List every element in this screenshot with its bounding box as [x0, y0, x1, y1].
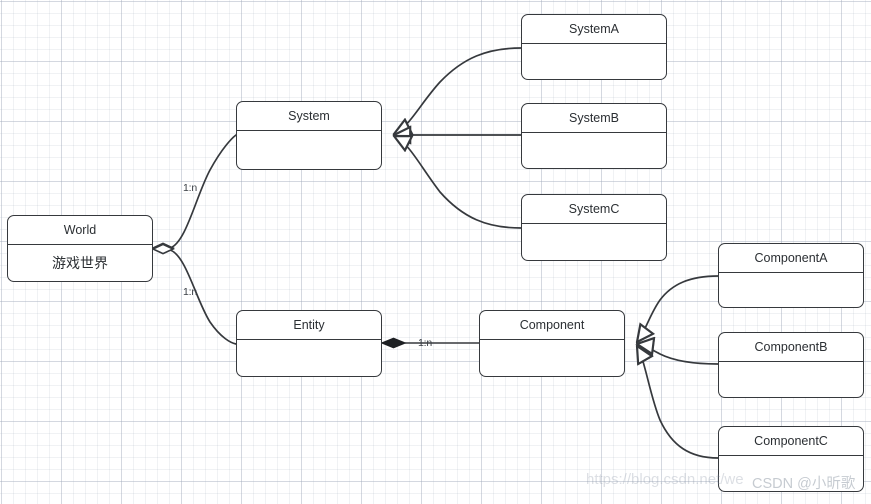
- node-componentC-title: ComponentC: [719, 427, 863, 456]
- edge-componentC-component: [637, 346, 719, 459]
- node-systemB[interactable]: SystemB: [521, 103, 667, 169]
- edge-label-entity-component: 1:n: [418, 337, 432, 349]
- node-componentA-title: ComponentA: [719, 244, 863, 273]
- node-componentA-body: [719, 273, 863, 307]
- edge-systemC-system: [394, 136, 522, 229]
- edge-componentA-component: [637, 275, 719, 342]
- node-systemC[interactable]: SystemC: [521, 194, 667, 261]
- node-componentB-body: [719, 362, 863, 397]
- node-world-body: 游戏世界: [52, 255, 108, 271]
- node-systemB-body: [522, 133, 666, 168]
- node-systemC-body: [522, 224, 666, 260]
- edge-label-world-system: 1:n: [183, 182, 197, 194]
- node-component-title: Component: [480, 311, 624, 340]
- aggregation-diamond-world-entity: [151, 243, 175, 255]
- aggregation-diamond-world-system: [151, 242, 175, 254]
- node-systemA-title: SystemA: [522, 15, 666, 44]
- node-system-title: System: [237, 102, 381, 131]
- node-component-body: [480, 340, 624, 376]
- node-systemA-body: [522, 44, 666, 79]
- edge-componentB-component: [637, 344, 719, 365]
- edge-systemA-system: [394, 47, 522, 134]
- edge-label-world-entity: 1:n: [183, 286, 197, 298]
- node-system-body: [237, 131, 381, 169]
- node-entity-title: Entity: [237, 311, 381, 340]
- node-world-title: World: [8, 216, 152, 245]
- node-system[interactable]: System: [236, 101, 382, 170]
- node-componentB-title: ComponentB: [719, 333, 863, 362]
- node-componentA[interactable]: ComponentA: [718, 243, 864, 308]
- node-entity[interactable]: Entity: [236, 310, 382, 377]
- node-world[interactable]: World 游戏世界: [7, 215, 153, 282]
- node-componentC-body: [719, 456, 863, 491]
- node-componentB[interactable]: ComponentB: [718, 332, 864, 398]
- node-systemB-title: SystemB: [522, 104, 666, 133]
- composition-diamond-entity-component: [380, 337, 407, 349]
- node-systemA[interactable]: SystemA: [521, 14, 667, 80]
- node-entity-body: [237, 340, 381, 376]
- node-systemC-title: SystemC: [522, 195, 666, 224]
- node-component[interactable]: Component: [479, 310, 625, 377]
- node-componentC[interactable]: ComponentC: [718, 426, 864, 492]
